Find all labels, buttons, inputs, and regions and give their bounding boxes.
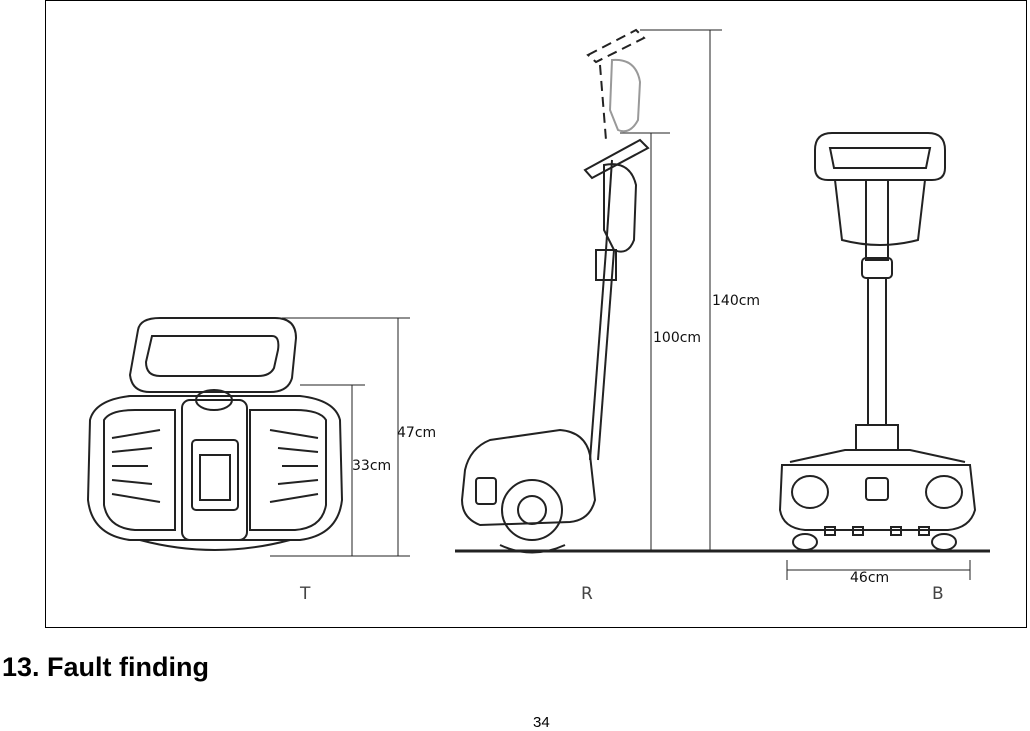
dimension-label-140cm: 140cm bbox=[712, 293, 760, 309]
dimension-label-47cm: 47cm bbox=[397, 425, 436, 441]
view-label-back: B bbox=[932, 584, 944, 604]
view-label-right: R bbox=[581, 584, 593, 604]
dimension-label-100cm: 100cm bbox=[653, 330, 701, 346]
page-number: 34 bbox=[533, 714, 550, 731]
side-view-dimension-lines bbox=[620, 30, 722, 551]
view-label-top: T bbox=[300, 584, 310, 604]
dimension-label-33cm: 33cm bbox=[352, 458, 391, 474]
top-view-scooter bbox=[88, 318, 342, 550]
dimension-label-46cm: 46cm bbox=[850, 570, 889, 586]
back-view-scooter bbox=[780, 133, 975, 550]
section-heading: 13. Fault finding bbox=[2, 652, 209, 683]
side-view-scooter bbox=[455, 30, 990, 553]
